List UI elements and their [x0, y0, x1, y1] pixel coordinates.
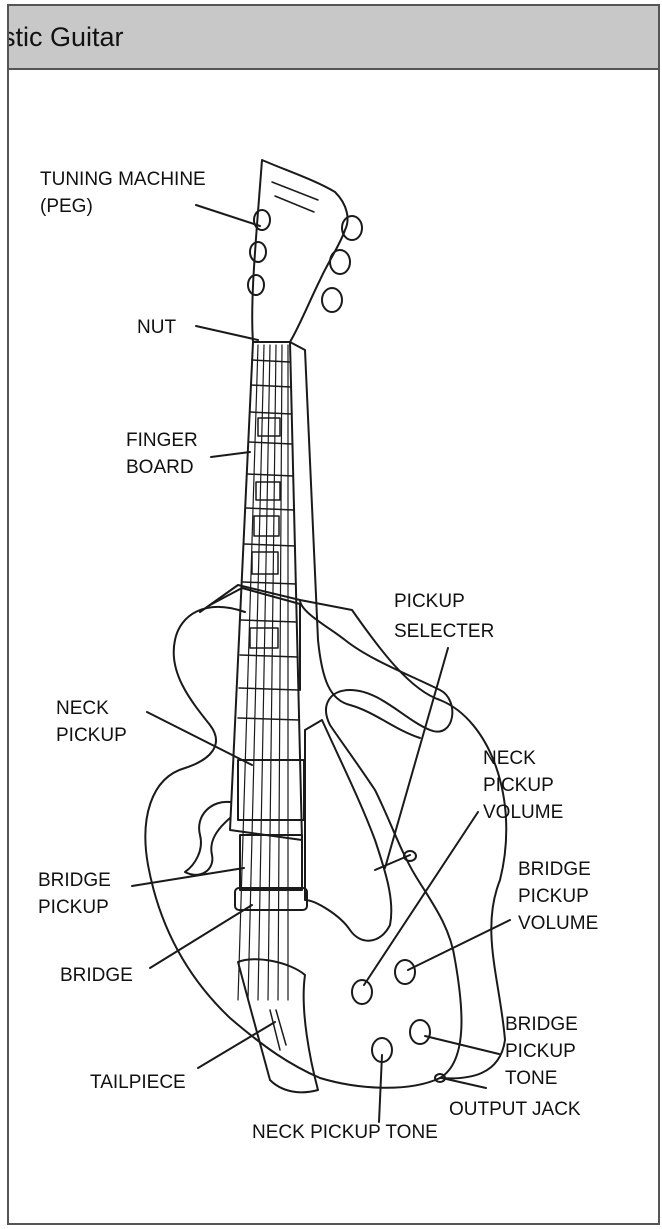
label-finger-board-line2: BOARD [126, 457, 194, 478]
leader-neck-pickup-volume [363, 811, 479, 986]
leader-bridge-pickup-tone [424, 1035, 500, 1055]
f-hole [184, 800, 231, 876]
pickguard [304, 719, 393, 942]
guitar-body [144, 599, 463, 1089]
tuning-pegs [247, 209, 363, 313]
pickup-selector-knob [403, 850, 417, 862]
label-pickup-selecter-line1: PICKUP [394, 591, 465, 612]
leader-tuning-machine [195, 204, 261, 227]
label-bridge-pickup-volume-line2: PICKUP [518, 886, 589, 907]
label-nut: NUT [137, 317, 176, 338]
label-bridge-pickup-line1: BRIDGE [38, 870, 111, 891]
label-tailpiece: TAILPIECE [90, 1072, 186, 1093]
diagram-frame: ustic Guitar [7, 4, 660, 1225]
label-finger-board-line1: FINGER [126, 430, 198, 451]
label-bridge-pickup-line2: PICKUP [38, 897, 109, 918]
cutaway-bevel [317, 639, 421, 739]
leader-neck-pickup-tone [378, 1054, 383, 1123]
tailpiece-slot [269, 1009, 287, 1051]
label-neck-pickup-volume-line3: VOLUME [483, 802, 563, 823]
title-bar: ustic Guitar [9, 6, 658, 70]
label-neck-pickup-tone: NECK PICKUP TONE [252, 1122, 438, 1143]
leader-neck-pickup [146, 711, 253, 766]
neck-side [289, 341, 319, 641]
guitar-bridge [234, 887, 308, 911]
neck-pickup-volume-knob [351, 979, 373, 1005]
leader-bridge [149, 904, 253, 969]
leader-output-jack [441, 1077, 487, 1089]
label-bridge: BRIDGE [60, 965, 133, 986]
label-bridge-pickup-tone-line1: BRIDGE [505, 1014, 578, 1035]
label-tuning-machine-line2: (PEG) [40, 196, 93, 217]
leader-pickup-selecter [384, 647, 449, 869]
label-bridge-pickup-tone-line3: TONE [505, 1068, 557, 1089]
label-neck-pickup-line1: NECK [56, 698, 109, 719]
label-bridge-pickup-volume-line1: BRIDGE [518, 859, 591, 880]
body-rim [199, 584, 508, 1080]
label-bridge-pickup-volume-line3: VOLUME [518, 913, 598, 934]
label-output-jack: OUTPUT JACK [449, 1099, 581, 1120]
label-bridge-pickup-tone-line2: PICKUP [505, 1041, 576, 1062]
bridge-pickup [239, 834, 303, 891]
neck-pickup [237, 759, 305, 821]
leader-tailpiece [197, 1021, 276, 1069]
label-neck-pickup-line2: PICKUP [56, 725, 127, 746]
leader-nut [195, 325, 259, 341]
headstock-logo [271, 181, 319, 213]
label-pickup-selecter-line2: SELECTER [394, 621, 494, 642]
label-neck-pickup-volume-line2: PICKUP [483, 775, 554, 796]
neck-heel [209, 587, 301, 691]
leader-finger-board [210, 451, 251, 458]
label-neck-pickup-volume-line1: NECK [483, 748, 536, 769]
page-title: ustic Guitar [9, 22, 124, 52]
leader-bridge-pickup-volume [407, 919, 511, 971]
bridge-pickup-tone-knob [409, 1019, 431, 1045]
label-tuning-machine-line1: TUNING MACHINE [40, 169, 206, 190]
headstock [251, 159, 349, 343]
guitar-tailpiece [237, 958, 319, 1094]
bridge-pickup-volume-knob [394, 959, 416, 985]
leader-bridge-pickup [131, 867, 245, 887]
